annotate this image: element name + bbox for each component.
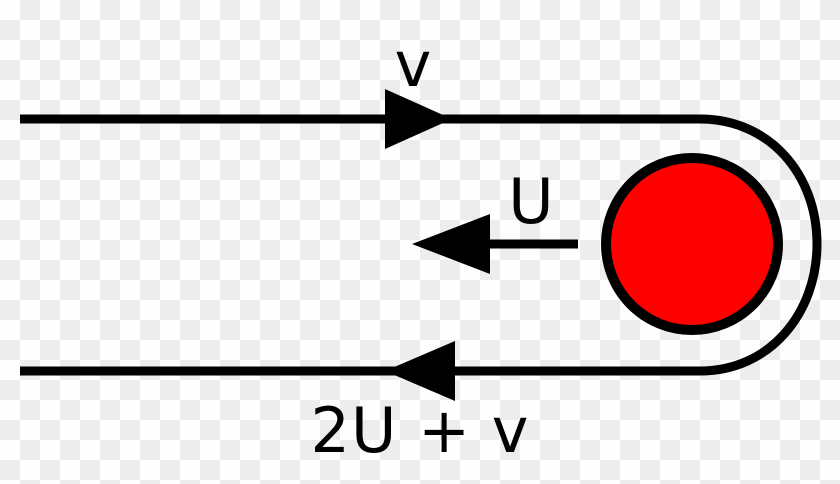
- arrowhead-bottom-left: [385, 341, 455, 401]
- label-bottom-velocity: 2U + v: [310, 394, 530, 467]
- flow-path: [20, 114, 822, 376]
- arrowhead-top-right: [385, 89, 452, 149]
- arrowhead-middle-left: [412, 214, 490, 274]
- label-object-velocity: U: [508, 165, 554, 238]
- label-top-velocity: v: [394, 28, 432, 101]
- red-ball: [601, 153, 783, 335]
